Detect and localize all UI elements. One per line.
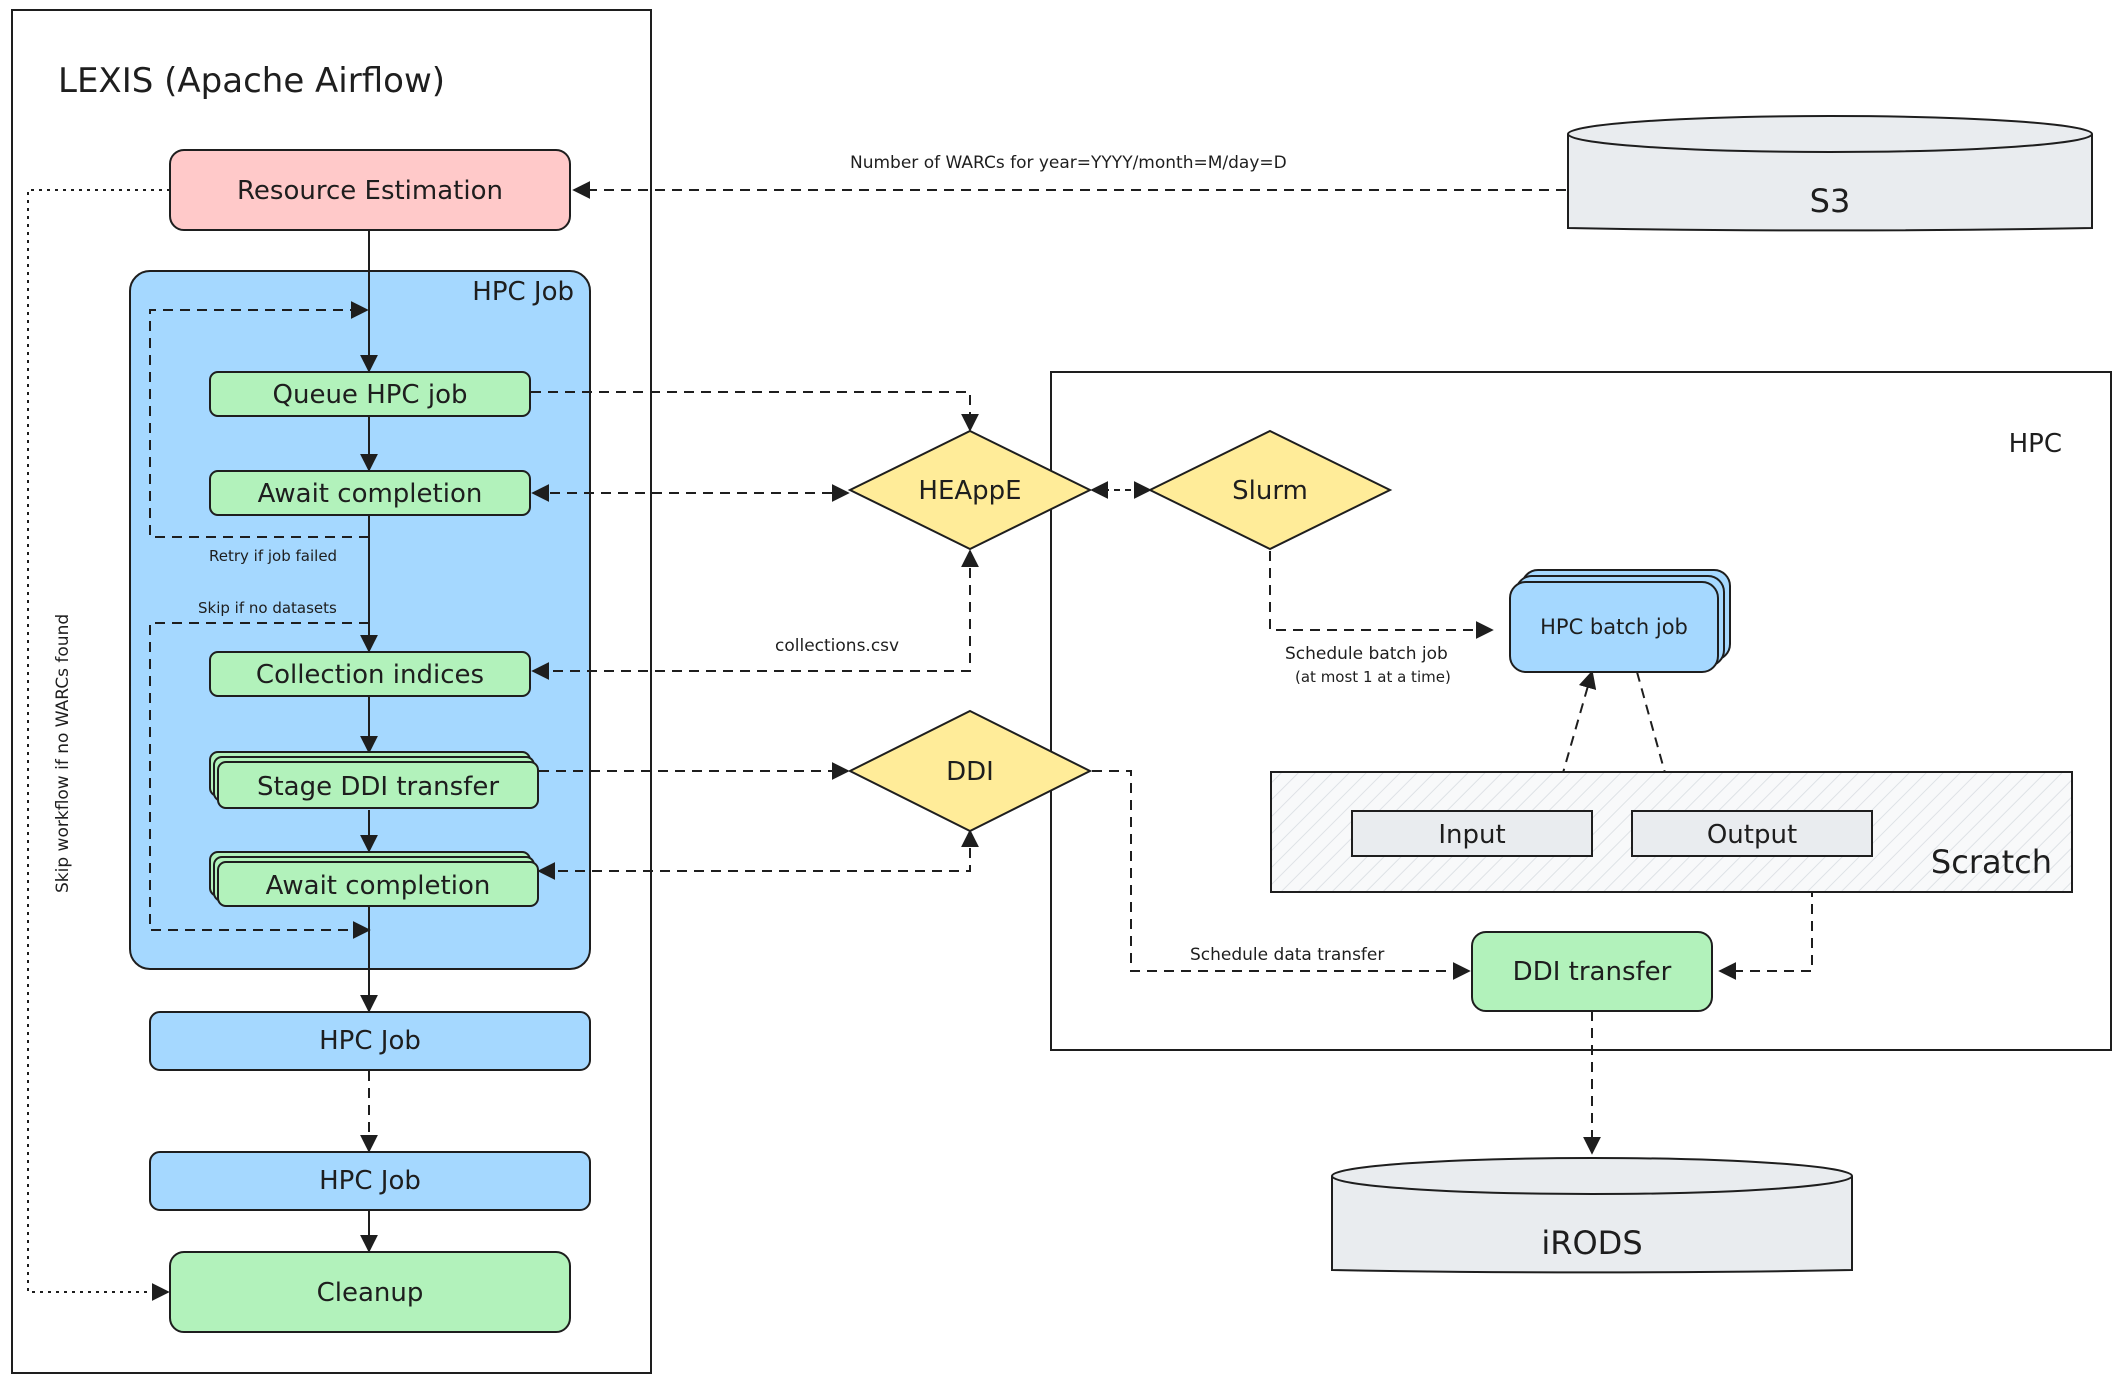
hpc-job-group-label: HPC Job xyxy=(472,277,574,307)
scratch-label: Scratch xyxy=(1931,843,2052,881)
heappe-label: HEAppE xyxy=(918,476,1021,506)
hpc-job-node-2: HPC Job xyxy=(149,1011,591,1071)
collections-csv-label: collections.csv xyxy=(775,636,899,656)
irods-storage: iRODS xyxy=(1331,1157,1853,1274)
slurm-node: Slurm xyxy=(1147,429,1393,551)
await-completion-label-1: Await completion xyxy=(258,479,483,509)
stage-ddi-transfer-node: Stage DDI transfer xyxy=(209,751,539,809)
s3-label: S3 xyxy=(1810,182,1851,220)
retry-note: Retry if job failed xyxy=(209,547,337,565)
edge-ddi-to-await2 xyxy=(537,829,979,880)
resource-estimation-label: Resource Estimation xyxy=(237,176,503,206)
hpc-job-node-3: HPC Job xyxy=(149,1151,591,1211)
slurm-label: Slurm xyxy=(1232,476,1308,506)
s3-storage: S3 xyxy=(1567,115,2093,232)
hpc-job-label-3: HPC Job xyxy=(319,1166,421,1196)
skip-datasets-note: Skip if no datasets xyxy=(198,599,337,617)
edge-slurm-to-batch xyxy=(1269,551,1494,639)
await-completion-label-2: Await completion xyxy=(266,871,491,901)
collection-indices-node: Collection indices xyxy=(209,651,531,697)
hpc-batch-job-label: HPC batch job xyxy=(1540,615,1688,639)
skip-workflow-note: Skip workflow if no WARCs found xyxy=(53,614,73,893)
queue-hpc-job-label: Queue HPC job xyxy=(273,380,468,410)
at-most-one-label: (at most 1 at a time) xyxy=(1295,668,1451,686)
edge-heappe-to-collection xyxy=(531,549,979,680)
schedule-data-transfer-label: Schedule data transfer xyxy=(1190,945,1384,965)
cleanup-node: Cleanup xyxy=(169,1251,571,1333)
ddi-node: DDI xyxy=(847,709,1093,833)
ddi-transfer-node: DDI transfer xyxy=(1471,931,1713,1012)
ddi-label: DDI xyxy=(946,757,994,787)
schedule-batch-job-label: Schedule batch job xyxy=(1285,644,1448,664)
edge-skip-workflow xyxy=(27,189,170,1301)
edge-output-to-transfer xyxy=(1718,870,1813,980)
hpc-title: HPC xyxy=(2009,429,2062,459)
irods-label: iRODS xyxy=(1541,1224,1642,1262)
lexis-title: LEXIS (Apache Airflow) xyxy=(58,61,445,101)
await-completion-node-2: Await completion xyxy=(209,851,539,907)
edge-queue-to-heappe xyxy=(531,391,979,432)
hpc-container xyxy=(1050,371,2112,1051)
edge-retry-loop xyxy=(149,301,369,538)
cleanup-label: Cleanup xyxy=(317,1278,424,1308)
ddi-transfer-label: DDI transfer xyxy=(1513,957,1672,987)
edge-skip-datasets xyxy=(149,622,371,939)
collection-indices-label: Collection indices xyxy=(256,660,484,690)
edge-ddi-to-transfer xyxy=(1092,770,1471,980)
heappe-node: HEAppE xyxy=(847,429,1093,551)
input-label: Input xyxy=(1438,820,1505,850)
output-label: Output xyxy=(1707,820,1797,850)
output-node: Output xyxy=(1631,810,1873,857)
warcs-label: Number of WARCs for year=YYYY/month=M/da… xyxy=(850,153,1287,173)
hpc-batch-job-node: HPC batch job xyxy=(1509,569,1731,673)
stage-ddi-transfer-label: Stage DDI transfer xyxy=(257,772,499,802)
input-node: Input xyxy=(1351,810,1593,857)
await-completion-node-1: Await completion xyxy=(209,470,531,516)
edge-batch-to-output xyxy=(1636,671,1680,811)
hpc-job-label-2: HPC Job xyxy=(319,1026,421,1056)
lexis-container xyxy=(11,9,652,1374)
queue-hpc-job-node: Queue HPC job xyxy=(209,371,531,417)
resource-estimation-node: Resource Estimation xyxy=(169,149,571,231)
